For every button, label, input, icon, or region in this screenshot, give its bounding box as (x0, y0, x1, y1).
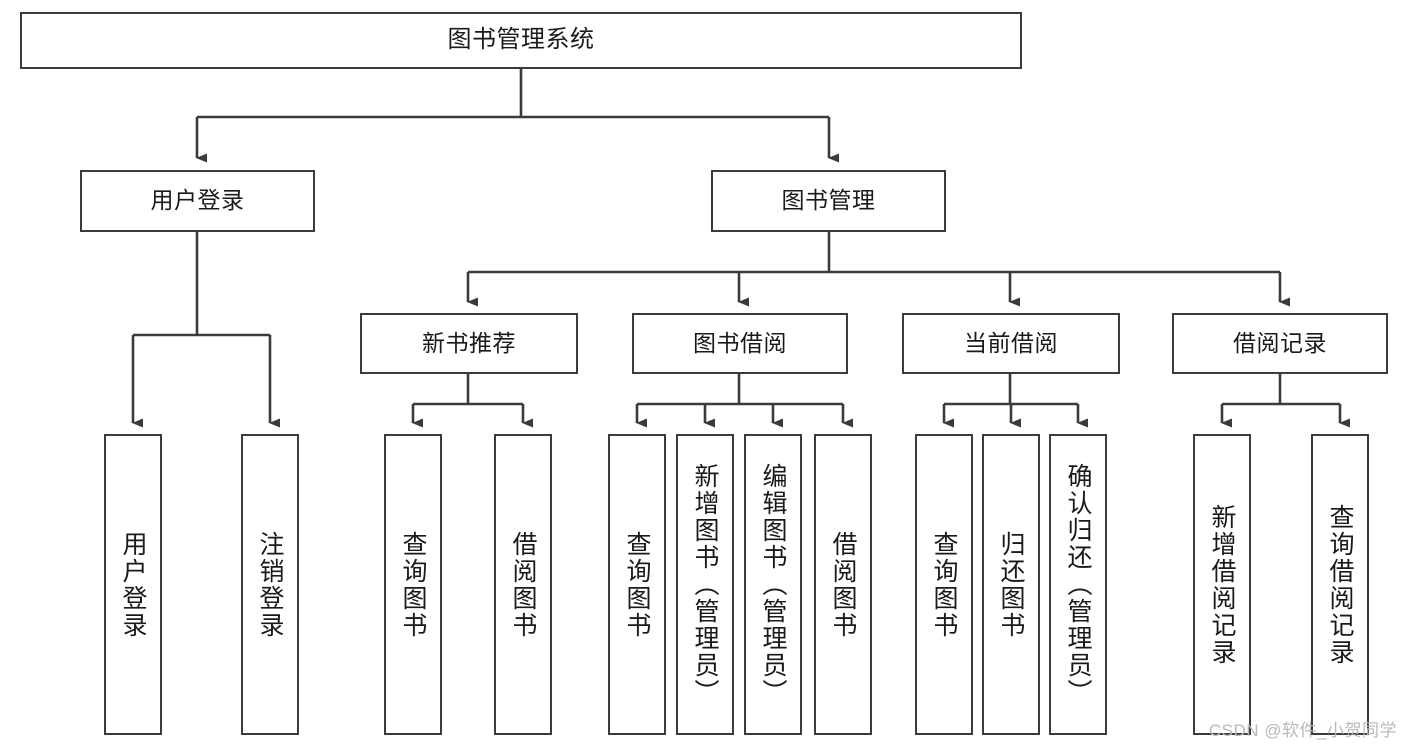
node-label: 用户登录 (119, 530, 147, 639)
node-label: 借阅图书 (829, 530, 857, 639)
node-leaf-edit-book[interactable]: 编辑图书（管理员） (744, 434, 802, 735)
node-book-borrow[interactable]: 图书借阅 (632, 313, 848, 374)
node-label: 借阅记录 (1233, 329, 1327, 356)
node-root-book-management-system[interactable]: 图书管理系统 (20, 12, 1022, 69)
node-label: 新书推荐 (422, 329, 516, 356)
node-label: 借阅图书 (509, 530, 537, 639)
node-leaf-confirm-return[interactable]: 确认归还（管理员） (1049, 434, 1107, 735)
node-leaf-query-book-3[interactable]: 查询图书 (915, 434, 973, 735)
node-label: 编辑图书（管理员） (759, 463, 787, 706)
node-label: 查询图书 (623, 530, 651, 639)
node-leaf-query-record[interactable]: 查询借阅记录 (1311, 434, 1369, 735)
node-label: 图书管理系统 (447, 26, 595, 54)
node-label: 确认归还（管理员） (1064, 463, 1092, 706)
node-label: 用户登录 (150, 187, 245, 214)
node-label: 归还图书 (997, 530, 1025, 639)
node-leaf-add-book[interactable]: 新增图书（管理员） (676, 434, 734, 735)
node-label: 图书借阅 (693, 329, 787, 356)
node-new-book-recommend[interactable]: 新书推荐 (360, 313, 578, 374)
node-leaf-user-login[interactable]: 用户登录 (104, 434, 162, 735)
node-book-management[interactable]: 图书管理 (711, 170, 946, 232)
node-label: 新增图书（管理员） (691, 463, 719, 706)
node-label: 新增借阅记录 (1208, 503, 1236, 666)
node-label: 注销登录 (256, 530, 284, 639)
node-leaf-query-book-1[interactable]: 查询图书 (384, 434, 442, 735)
node-leaf-return-book[interactable]: 归还图书 (982, 434, 1040, 735)
node-label: 查询图书 (930, 530, 958, 639)
node-label: 图书管理 (781, 187, 876, 214)
node-label: 查询借阅记录 (1326, 503, 1354, 666)
node-leaf-borrow-book-2[interactable]: 借阅图书 (814, 434, 872, 735)
node-current-borrow[interactable]: 当前借阅 (902, 313, 1120, 374)
node-leaf-borrow-book-1[interactable]: 借阅图书 (494, 434, 552, 735)
node-label: 查询图书 (399, 530, 427, 639)
node-user-login[interactable]: 用户登录 (80, 170, 315, 232)
node-label: 当前借阅 (964, 329, 1058, 356)
csdn-watermark: CSDN @软件_小贺同学 (1208, 721, 1397, 740)
node-leaf-query-book-2[interactable]: 查询图书 (608, 434, 666, 735)
node-leaf-logout[interactable]: 注销登录 (241, 434, 299, 735)
node-borrow-record[interactable]: 借阅记录 (1172, 313, 1388, 374)
node-leaf-add-record[interactable]: 新增借阅记录 (1193, 434, 1251, 735)
